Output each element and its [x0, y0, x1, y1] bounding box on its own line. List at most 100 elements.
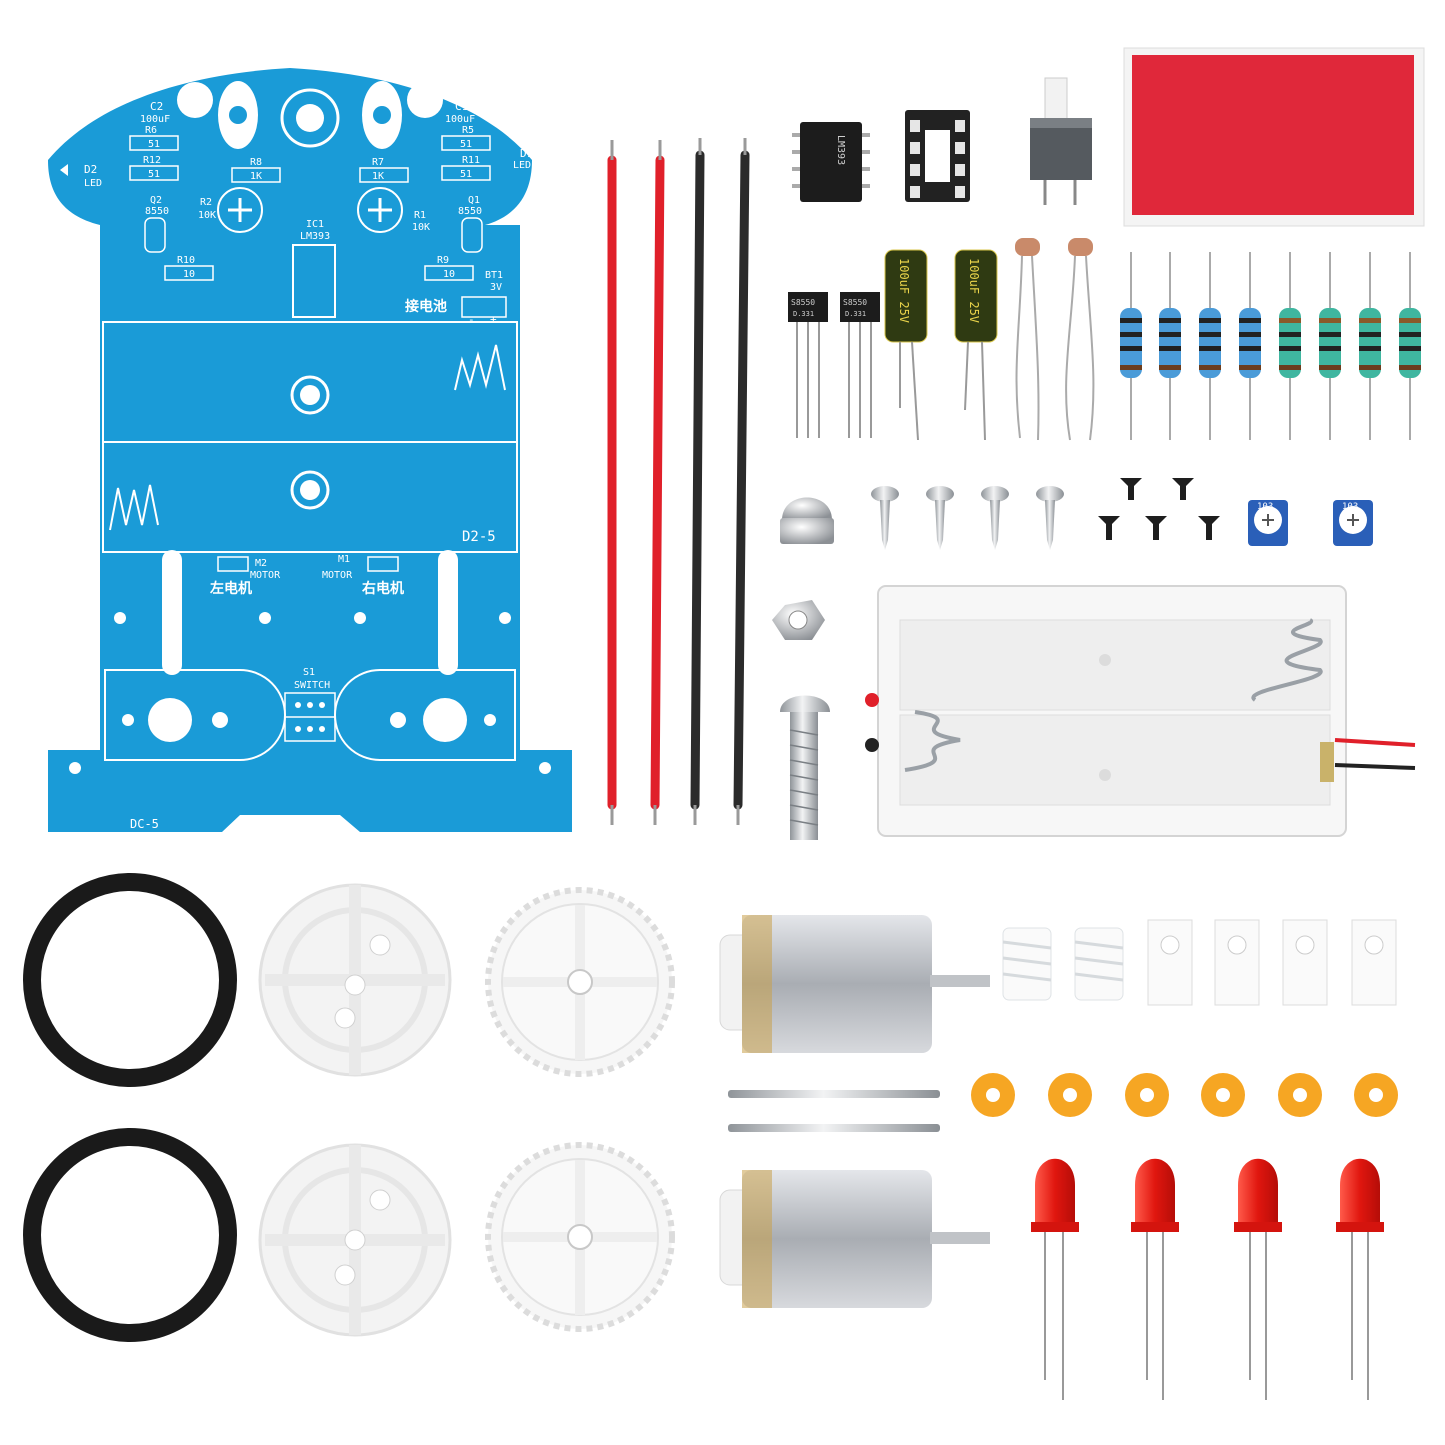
adhesive-tape — [1123, 47, 1425, 227]
pcb-label-q1-val: 8550 — [458, 206, 482, 217]
transistor-1-marking: S8550 — [791, 298, 815, 307]
screw-3 — [981, 486, 1009, 550]
pcb-label-led-left: LED — [84, 178, 102, 189]
pcb-label-m2-motor: MOTOR — [250, 570, 281, 581]
transistor-1-code: D.331 — [793, 310, 814, 318]
pcb-label-d1: D1 — [520, 147, 533, 160]
pcb-label-led-right: LED — [513, 160, 531, 171]
pcb-label-r5: R5 — [462, 125, 474, 136]
pcb-label-r5-val: 51 — [460, 139, 472, 150]
pcb-label-plus: + — [490, 313, 497, 326]
trimpot-2: 103 — [1333, 500, 1373, 546]
transistor-1: S8550 D.331 — [788, 292, 828, 438]
pcb-board: D2 LED D1 LED C2 100uF C1 100uF R6 51 R1… — [48, 68, 572, 832]
resistor-2 — [1159, 252, 1181, 440]
screw-2 — [926, 486, 954, 550]
capacitor-1: 100uF 25V — [884, 249, 928, 441]
spur-gear-2 — [485, 1142, 675, 1332]
black-wire-2 — [733, 150, 750, 810]
pcb-label-battery-cn: 接电池 — [405, 298, 447, 315]
shaft-1 — [728, 1090, 940, 1098]
capacitor-1-marking: 100uF 25V — [897, 258, 911, 323]
pcb-label-switch: SWITCH — [294, 680, 330, 691]
pcb-label-r9: R9 — [437, 255, 449, 266]
trimpot-1-marking: 103 — [1257, 502, 1273, 512]
wheel-hub-2 — [258, 1143, 452, 1337]
pcb-label-r2-val: 10K — [198, 210, 216, 221]
pcb-label-lm393: LM393 — [300, 231, 330, 242]
trimpot-1: 103 — [1248, 500, 1288, 546]
transistor-2-code: D.331 — [845, 310, 866, 318]
machine-bolt — [780, 695, 830, 840]
hex-nut — [772, 600, 825, 640]
washer-1 — [971, 1073, 1015, 1117]
pcb-label-r7: R7 — [372, 157, 384, 168]
pcb-label-left-motor-cn: 左电机 — [209, 580, 252, 597]
resistor-8 — [1399, 252, 1421, 440]
led-3 — [1234, 1158, 1282, 1400]
shaft-2 — [728, 1124, 940, 1132]
center-hole — [280, 88, 340, 148]
jumper-wires — [607, 138, 750, 825]
pcb-label-r7-val: 1K — [372, 171, 384, 182]
pcb-label-r2: R2 — [200, 197, 212, 208]
washer-3 — [1125, 1073, 1169, 1117]
pcb-label-r6-val: 51 — [148, 139, 160, 150]
pcb-label-d2: D2 — [84, 163, 97, 176]
self-tapping-screws — [871, 486, 1064, 550]
washer-4 — [1201, 1073, 1245, 1117]
bracket-3 — [1282, 919, 1328, 1006]
led-4 — [1336, 1158, 1384, 1400]
bracket-1 — [1147, 919, 1193, 1006]
pcb-label-r11-val: 51 — [460, 169, 472, 180]
transistor-2-marking: S8550 — [843, 298, 867, 307]
pcb-label-m1: M1 — [338, 554, 350, 565]
transistor-2: S8550 D.331 — [840, 292, 880, 438]
washer-5 — [1278, 1073, 1322, 1117]
pcb-label-r1-val: 10K — [412, 222, 430, 233]
pcb-label-bt1: BT1 — [485, 270, 503, 281]
resistors — [1120, 252, 1421, 440]
pcb-label-q2-val: 8550 — [145, 206, 169, 217]
wheel-hub-1 — [258, 883, 452, 1077]
dc-motor-2 — [719, 1170, 990, 1308]
capacitor-2-marking: 100uF 25V — [967, 258, 981, 323]
pcb-label-q2: Q2 — [150, 195, 162, 206]
ic-chip: LM393 — [792, 122, 870, 202]
photoresistor-1 — [1015, 238, 1040, 441]
capacitor-2: 100uF 25V — [954, 249, 998, 441]
slide-switch — [1030, 77, 1092, 205]
pcb-label-s1: S1 — [303, 667, 315, 678]
resistor-3 — [1199, 252, 1221, 440]
bracket-2 — [1214, 919, 1260, 1006]
acorn-nut — [780, 497, 834, 544]
pcb-label-r1: R1 — [414, 210, 426, 221]
washer-6 — [1354, 1073, 1398, 1117]
pcb-label-r8: R8 — [250, 157, 262, 168]
pcb-label-3v: 3V — [490, 282, 502, 293]
worm-gear-2 — [1074, 927, 1124, 1001]
motor-brackets — [1147, 919, 1397, 1006]
pcb-label-r12: R12 — [143, 155, 161, 166]
photoresistor-2 — [1065, 238, 1095, 441]
pcb-label-m1-motor: MOTOR — [322, 570, 353, 581]
resistor-5 — [1279, 252, 1301, 440]
pcb-label-board-id: D2-5 — [462, 529, 496, 545]
resistor-4 — [1239, 252, 1261, 440]
rubber-tire-1 — [23, 873, 237, 1087]
ic-chip-marking: LM393 — [835, 135, 846, 165]
pcb-label-r12-val: 51 — [148, 169, 160, 180]
pcb-label-r11: R11 — [462, 155, 480, 166]
pcb-label-m2: M2 — [255, 558, 267, 569]
ic-socket — [905, 110, 970, 202]
pcb-label-r10: R10 — [177, 255, 195, 266]
red-wire-2 — [650, 155, 665, 810]
resistor-6 — [1319, 252, 1341, 440]
resistor-7 — [1359, 252, 1381, 440]
pcb-label-c2: C2 — [150, 100, 163, 113]
red-leds — [1031, 1158, 1384, 1400]
led-1 — [1031, 1158, 1079, 1400]
screw-4 — [1036, 486, 1064, 550]
washer-2 — [1048, 1073, 1092, 1117]
